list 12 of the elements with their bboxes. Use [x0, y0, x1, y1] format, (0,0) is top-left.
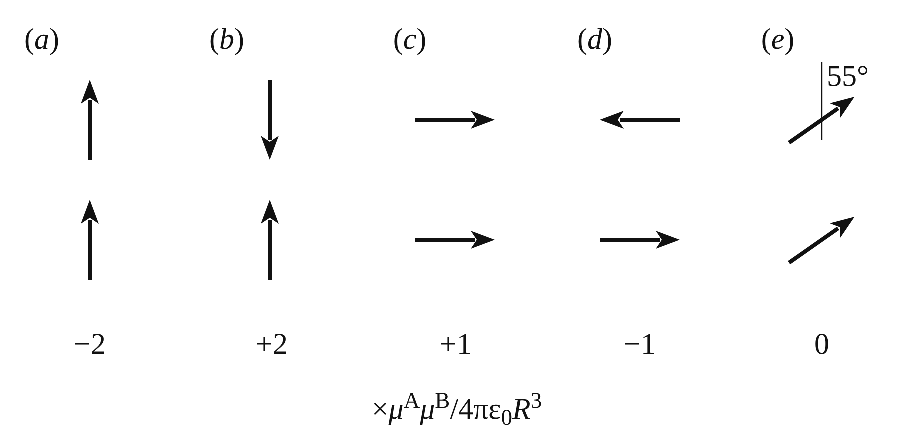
angle-label: 55°	[827, 62, 869, 92]
value-label: +1	[440, 330, 472, 360]
value-label: +2	[256, 330, 288, 360]
panel-label: (a)	[24, 25, 60, 55]
value-label: −2	[74, 330, 106, 360]
panel-label: (b)	[210, 25, 244, 55]
panel-label: (c)	[393, 25, 427, 55]
unit-formula: ×μ$^{A}$μ$^{B}$/4πε$_{0}$R$^{3}$	[372, 395, 542, 425]
value-label: 0	[814, 330, 830, 360]
value-label: −1	[624, 330, 656, 360]
panel-label: (d)	[578, 25, 612, 55]
panel-label: (e)	[761, 25, 795, 55]
